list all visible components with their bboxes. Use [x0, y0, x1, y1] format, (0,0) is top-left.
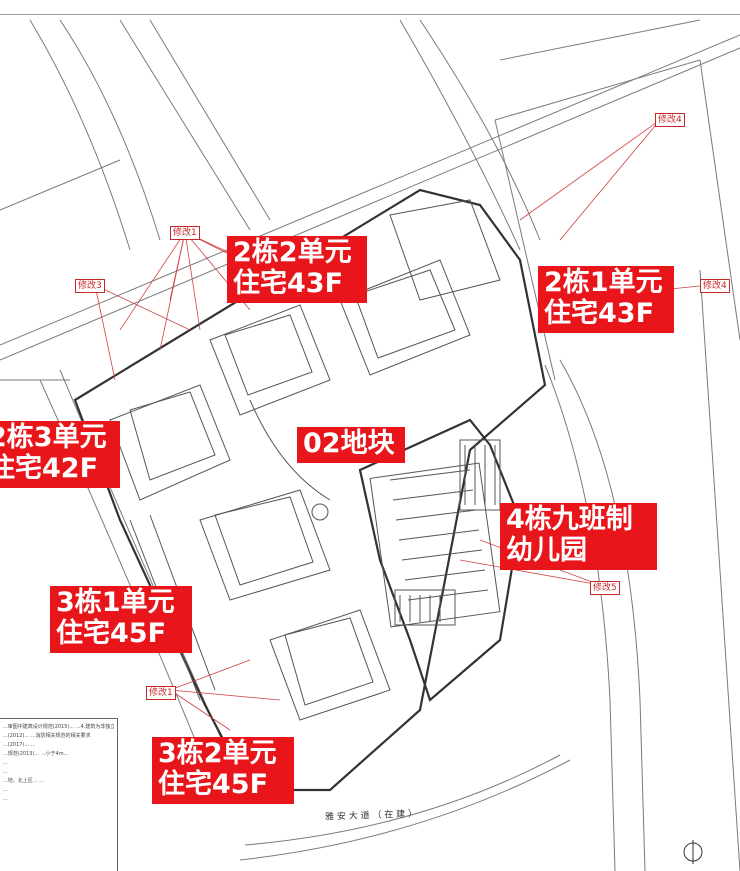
label-line: 住宅42F [0, 452, 99, 484]
note-line: ...(2012)... ...消防相关规范的相关要求 [3, 733, 91, 739]
label-building-2-unit-2: 2栋2单元 住宅43F [227, 236, 367, 303]
note-line: ...地，北上区... ... [3, 778, 44, 784]
revision-tag: 修改1 [146, 686, 176, 700]
document-top-border [0, 0, 740, 15]
label-line: 4栋九班制 [506, 504, 633, 535]
note-line: ... [3, 787, 8, 793]
revision-tag: 修改4 [700, 279, 730, 293]
label-building-3-unit-1: 3栋1单元 住宅45F [50, 586, 192, 653]
note-line: ... [3, 796, 8, 802]
note-line: ...(2017)... ... [3, 742, 36, 748]
label-building-2-unit-3: 2栋3单元 住宅42F [0, 421, 120, 488]
note-line: ... [3, 769, 8, 775]
revision-tag: 修改4 [655, 113, 685, 127]
building-footprints [109, 199, 501, 721]
label-building-2-unit-1: 2栋1单元 住宅43F [538, 266, 674, 333]
note-line: ...审图中建筑设计规范(2015)... ...4.建筑为非独立工程与... [3, 724, 114, 730]
revision-tag: 修改3 [75, 279, 105, 293]
label-plot-02: 02地块 [297, 427, 405, 463]
label-line: 住宅45F [56, 617, 167, 649]
design-notes-panel: ...审图中建筑设计规范(2015)... ...4.建筑为非独立工程与... … [0, 718, 118, 871]
label-line: 幼儿园 [506, 534, 587, 566]
label-line: 3栋2单元 [158, 738, 277, 769]
label-building-4-kindergarten: 4栋九班制 幼儿园 [500, 503, 657, 570]
label-line: 2栋2单元 [233, 237, 352, 268]
revision-tag: 修改1 [170, 226, 200, 240]
label-line: 2栋3单元 [0, 422, 107, 453]
label-line: 02地块 [303, 428, 395, 459]
note-line: ...规范(2013)... ...小于4m... [3, 751, 69, 757]
site-boundary [73, 188, 547, 792]
north-arrow-icon [683, 840, 703, 864]
label-line: 住宅43F [233, 267, 344, 299]
label-line: 住宅45F [158, 768, 269, 800]
label-line: 2栋1单元 [544, 267, 663, 298]
label-line: 3栋1单元 [56, 587, 175, 618]
note-line: ... [3, 760, 8, 766]
revision-tag: 修改5 [590, 581, 620, 595]
label-line: 住宅43F [544, 297, 655, 329]
label-building-3-unit-2: 3栋2单元 住宅45F [152, 737, 294, 804]
